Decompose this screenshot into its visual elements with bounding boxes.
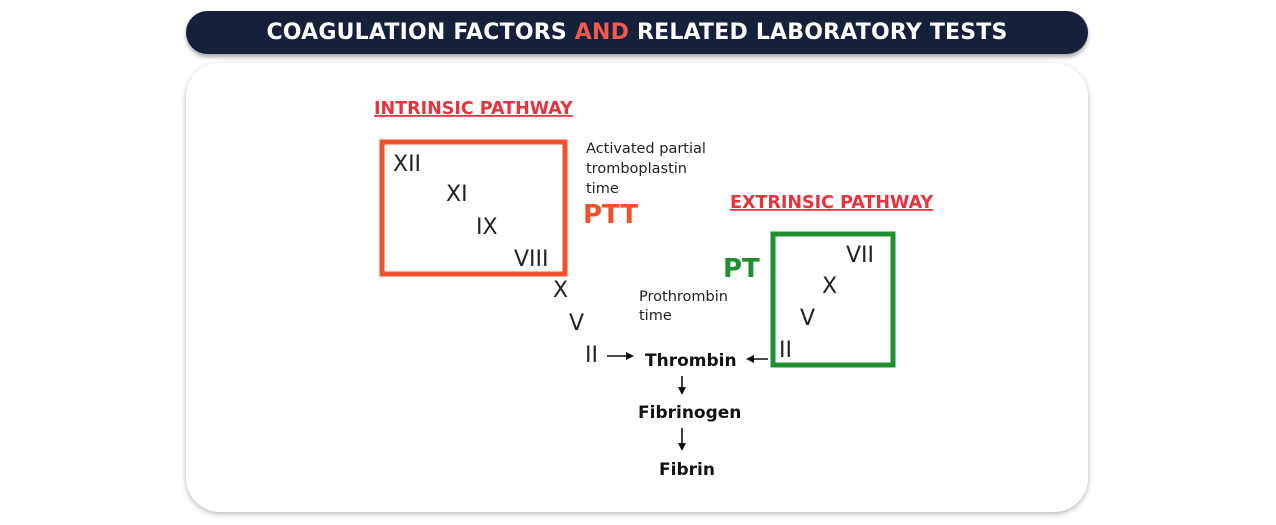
- ptt-description-line-2: tromboplastin: [586, 161, 687, 177]
- ptt-description-line-1: Activated partial: [586, 141, 706, 157]
- extrinsic-factor-x: X: [822, 274, 837, 299]
- common-factor-x: X: [553, 278, 568, 303]
- pt-description-line-1: Prothrombin: [639, 289, 728, 305]
- extrinsic-factor-v: V: [800, 306, 815, 331]
- factor-vii: VII: [846, 243, 874, 268]
- common-factor-ii: II: [585, 343, 598, 368]
- extrinsic-factor-ii: II: [779, 338, 792, 363]
- title-part-2: RELATED LABORATORY TESTS: [629, 20, 1008, 45]
- common-factor-v: V: [569, 311, 584, 336]
- header-banner: COAGULATION FACTORS AND RELATED LABORATO…: [186, 11, 1088, 54]
- title-accent: AND: [574, 20, 630, 45]
- factor-viii: VIII: [514, 247, 549, 272]
- thrombin-label: Thrombin: [645, 351, 737, 371]
- content-card: [186, 63, 1088, 512]
- fibrinogen-label: Fibrinogen: [638, 403, 741, 423]
- intrinsic-heading: INTRINSIC PATHWAY: [374, 99, 573, 119]
- pt-label: PT: [723, 254, 760, 284]
- extrinsic-box: [770, 231, 896, 368]
- factor-xii: XII: [393, 152, 421, 177]
- extrinsic-heading: EXTRINSIC PATHWAY: [730, 193, 933, 213]
- intrinsic-box: [379, 139, 568, 277]
- ptt-description-line-3: time: [586, 181, 619, 197]
- factor-ix: IX: [476, 215, 498, 240]
- page-title: COAGULATION FACTORS AND RELATED LABORATO…: [266, 20, 1007, 45]
- factor-xi: XI: [446, 182, 468, 207]
- ptt-label: PTT: [583, 200, 638, 230]
- title-part-1: COAGULATION FACTORS: [266, 20, 575, 45]
- pt-description-line-2: time: [639, 308, 672, 324]
- fibrin-label: Fibrin: [659, 460, 715, 480]
